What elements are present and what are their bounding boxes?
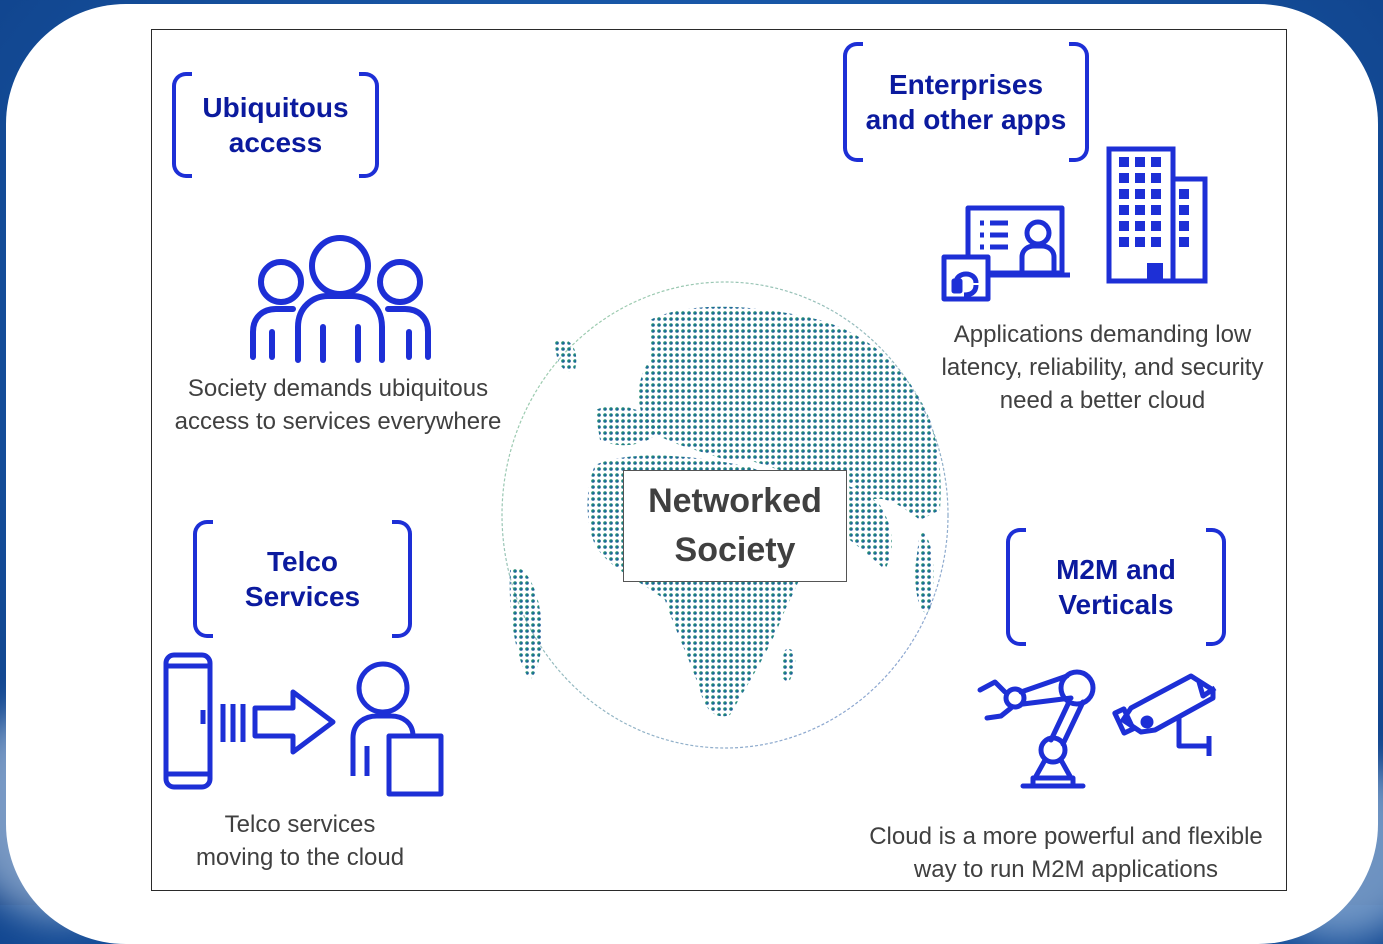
phone-signal-icon bbox=[163, 652, 336, 790]
telco-services-title: Telco Services bbox=[244, 546, 361, 612]
enterprises-caption-text: Applications demanding low latency, reli… bbox=[941, 321, 1264, 415]
ubiquitous-access-caption: Society demands ubiquitous access to ser… bbox=[158, 372, 518, 438]
telco-services-caption: Telco services moving to the cloud bbox=[165, 808, 435, 874]
ubiquitous-access-header: Ubiquitous access bbox=[172, 72, 379, 178]
diagram-frame bbox=[151, 29, 1287, 891]
enterprises-caption: Applications demanding low latency, reli… bbox=[920, 318, 1285, 417]
networked-society-label: Networked Society bbox=[623, 470, 847, 582]
user-box-icon bbox=[350, 661, 444, 797]
telco-services-header: Telco Services bbox=[193, 520, 412, 638]
enterprises-title: Enterprises and other apps bbox=[865, 69, 1067, 135]
m2m-verticals-caption: Cloud is a more powerful and flexible wa… bbox=[850, 820, 1282, 886]
ubiquitous-access-caption-text: Society demands ubiquitous access to ser… bbox=[174, 375, 502, 436]
m2m-verticals-header: M2M and Verticals bbox=[1006, 528, 1226, 646]
center-label-text: Networked Society bbox=[648, 481, 822, 569]
security-camera-icon bbox=[1112, 673, 1217, 756]
people-group-icon bbox=[250, 235, 431, 363]
m2m-verticals-caption-text: Cloud is a more powerful and flexible wa… bbox=[869, 823, 1263, 884]
ubiquitous-access-title: Ubiquitous access bbox=[202, 92, 349, 158]
support-agent-icon bbox=[941, 205, 1070, 302]
m2m-verticals-title: M2M and Verticals bbox=[1056, 554, 1176, 620]
telco-services-caption-text: Telco services moving to the cloud bbox=[195, 811, 405, 872]
robot-arm-icon bbox=[977, 669, 1096, 789]
building-icon bbox=[1106, 146, 1208, 284]
enterprises-header: Enterprises and other apps bbox=[843, 42, 1089, 162]
